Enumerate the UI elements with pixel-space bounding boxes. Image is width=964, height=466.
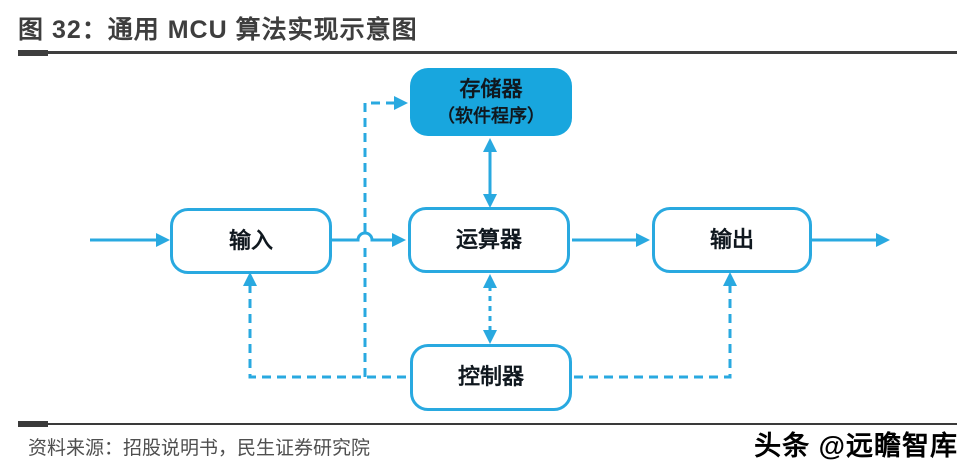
node-input: 输入 (170, 208, 332, 274)
watermark-text: 头条 @远瞻智库 (754, 431, 958, 461)
figure-title: 图 32：通用 MCU 算法实现示意图 (18, 16, 418, 44)
arrowhead-into-output (636, 233, 650, 247)
arrowhead-up-into-memory (483, 138, 497, 152)
title-rule-accent (18, 50, 48, 56)
edge-controller-to-memory (363, 101, 396, 377)
node-memory-sublabel: （软件程序） (437, 105, 545, 126)
arrowhead-down-into-controller (483, 330, 497, 344)
arrowhead-into-alu (392, 233, 406, 247)
arrowhead-up-into-alu (483, 274, 497, 288)
arrowhead-down-into-alu (483, 194, 497, 208)
footer-rule-accent (18, 421, 48, 427)
arrowhead-into-memory (394, 96, 408, 110)
arrowhead-into-input (156, 233, 170, 247)
footer-rule (48, 423, 957, 425)
node-controller: 控制器 (410, 344, 572, 411)
arrowhead-up-into-input (243, 272, 257, 286)
arrowhead-output-external (876, 233, 890, 247)
source-text: 资料来源：招股说明书，民生证券研究院 (28, 438, 371, 459)
node-controller-label: 控制器 (457, 364, 524, 390)
edge-input-to-alu (332, 231, 398, 242)
edge-controller-to-input (248, 284, 406, 379)
edge-controller-to-output (574, 284, 732, 379)
node-output: 输出 (652, 207, 812, 273)
node-memory: 存储器 （软件程序） (410, 68, 572, 136)
arrowhead-up-into-output (723, 272, 737, 286)
node-output-label: 输出 (709, 226, 754, 252)
node-memory-label: 存储器 (459, 77, 523, 101)
node-alu-label: 运算器 (455, 226, 522, 252)
title-rule (48, 51, 957, 54)
node-alu: 运算器 (408, 207, 570, 273)
node-input-label: 输入 (228, 227, 273, 253)
